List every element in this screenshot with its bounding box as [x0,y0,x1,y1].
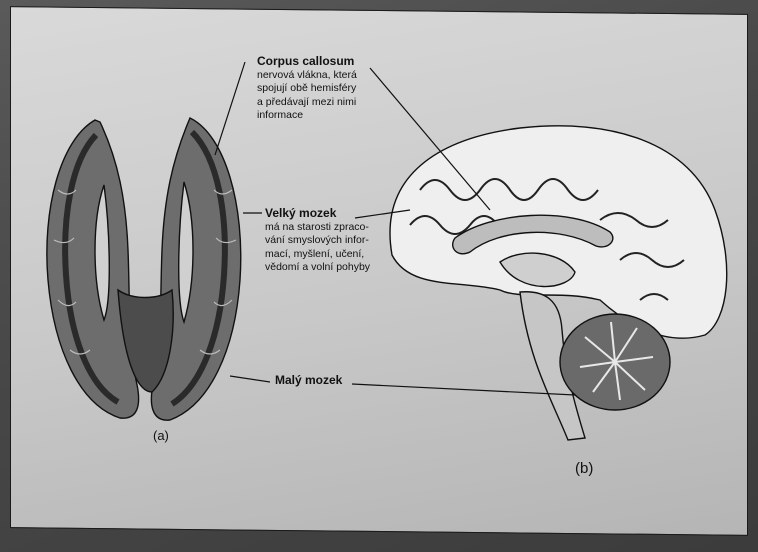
corpus-callosum-line: a předávají mezi nimi [257,96,357,110]
velky-mozek-label: Velký mozek má na starosti zpraco- vání … [265,207,370,275]
corpus-callosum-line: informace [257,109,357,123]
velky-mozek-line: vání smyslových infor- [265,234,370,248]
panel-a-label: (a) [153,428,169,443]
maly-mozek-label: Malý mozek [275,374,342,388]
corpus-callosum-title: Corpus callosum [257,55,357,69]
maly-mozek-title: Malý mozek [275,374,342,388]
velky-mozek-line: vědomí a volní pohyby [265,261,370,275]
maly-leader-b [352,384,575,395]
velky-mozek-line: mací, myšlení, učení, [265,248,370,262]
corpus-callosum-line: nervová vlákna, která [257,69,357,83]
panel-b-label: (b) [575,460,593,477]
corpus-leader-a [215,62,245,155]
corpus-callosum-line: spojují obě hemisféry [257,82,357,96]
corpus-callosum-label: Corpus callosum nervová vlákna, která sp… [257,55,357,123]
maly-leader-a [230,376,270,382]
velky-mozek-line: má na starosti zpraco- [265,221,370,235]
sagittal-section-illustration [390,126,727,440]
velky-mozek-title: Velký mozek [265,207,370,221]
coronal-section-illustration [47,118,241,420]
